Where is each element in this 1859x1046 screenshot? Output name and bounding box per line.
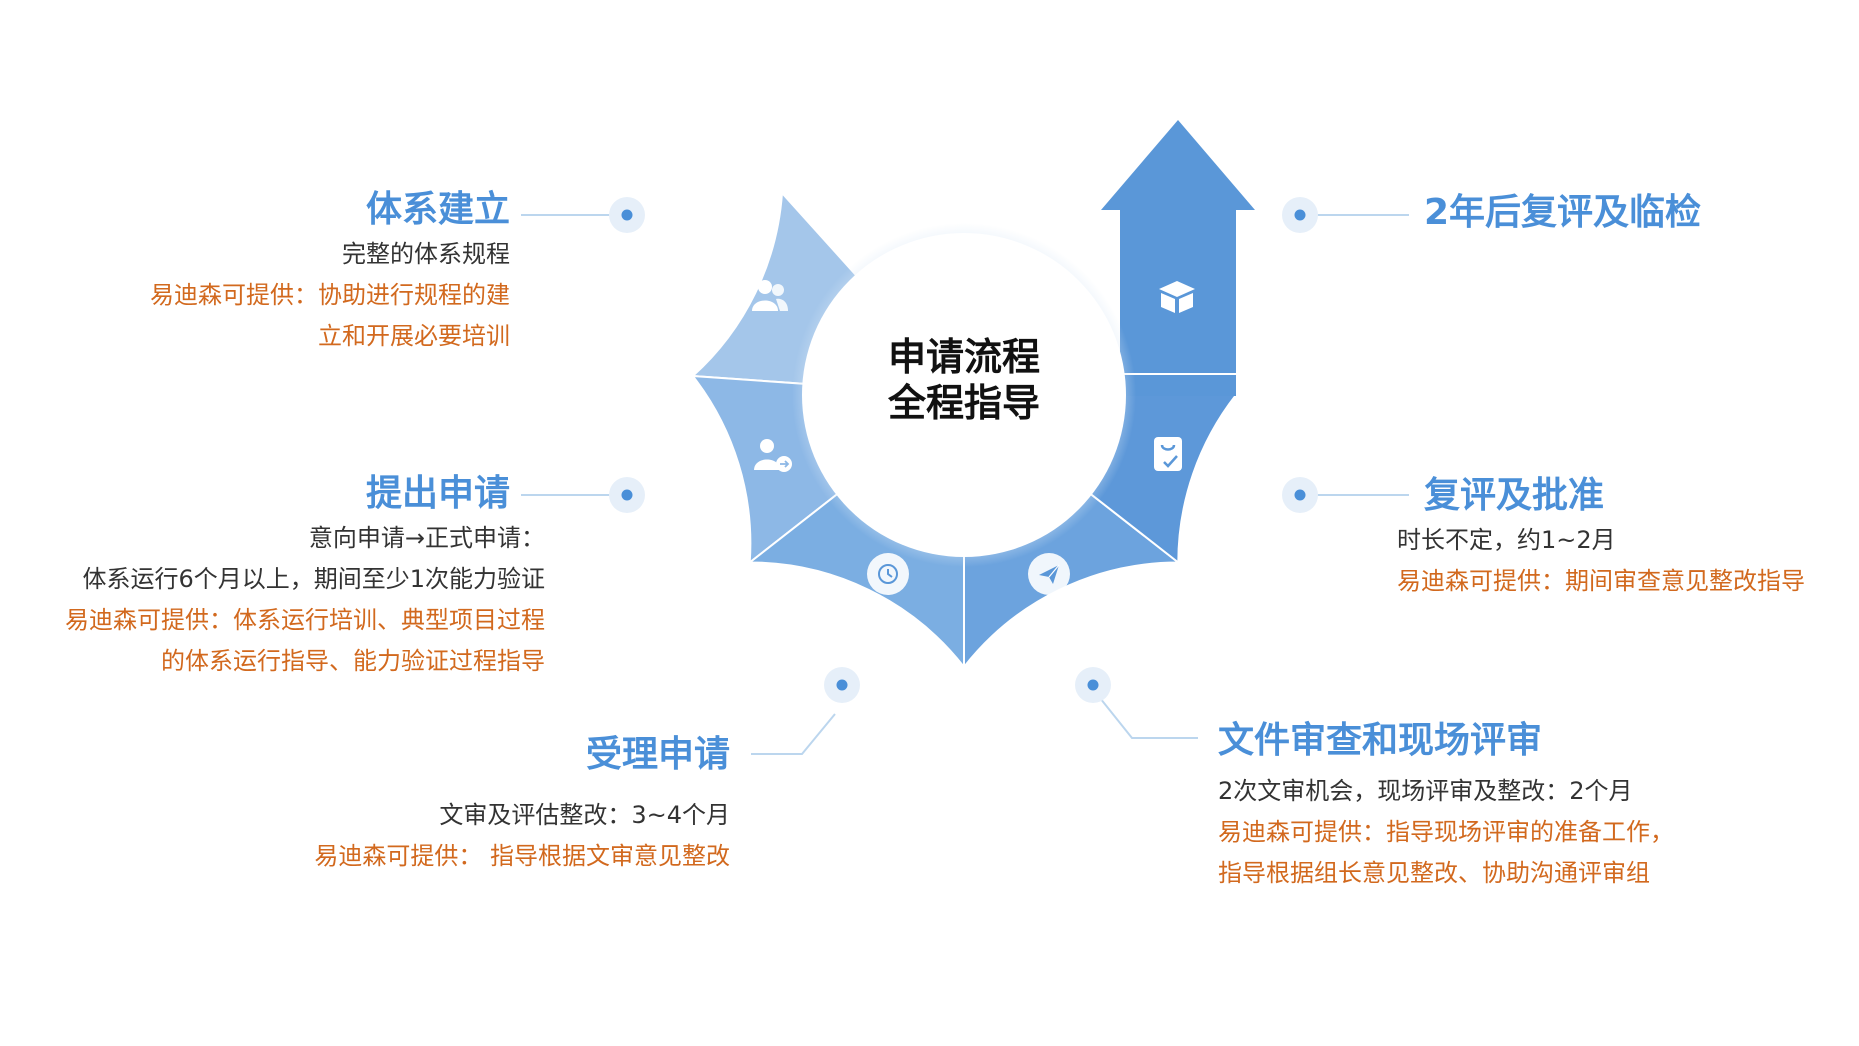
users-icon bbox=[752, 280, 788, 311]
connector-accept-application bbox=[751, 713, 836, 755]
send-icon bbox=[1028, 553, 1070, 595]
step-title: 文件审查和现场评审 bbox=[1218, 720, 1543, 761]
box-icon bbox=[1159, 281, 1195, 313]
step-desc: 2次文审机会，现场评审及整改：2个月 bbox=[1218, 777, 1633, 805]
step-desc: 完整的体系规程 bbox=[342, 240, 510, 268]
step-system-setup: 体系建立 完整的体系规程 易迪森可提供：协助进行规程的建 立和开展必要培训 bbox=[150, 188, 510, 357]
dot-re-evaluation bbox=[1282, 197, 1318, 233]
step-re-evaluation: 2年后复评及临检 bbox=[1424, 191, 1701, 235]
step-submit-application: 提出申请 意向申请→正式申请： 体系运行6个月以上，期间至少1次能力验证 易迪森… bbox=[65, 472, 545, 682]
connector-document-review bbox=[1099, 697, 1198, 739]
arrow-shaft bbox=[1120, 208, 1236, 396]
center-line-1: 申请流程 bbox=[887, 335, 1040, 379]
step-document-onsite-review: 文件审查和现场评审 2次文审机会，现场评审及整改：2个月 易迪森可提供：指导现场… bbox=[1218, 719, 1674, 894]
dot-submit-application bbox=[609, 477, 645, 513]
dot-system-setup bbox=[609, 197, 645, 233]
step-desc: 文审及评估整改：3~4个月 bbox=[439, 801, 730, 829]
center-circle bbox=[802, 233, 1126, 557]
step-service: 易迪森可提供：体系运行培训、典型项目过程 bbox=[65, 606, 545, 634]
step-service: 易迪森可提供：指导现场评审的准备工作， bbox=[1218, 818, 1674, 846]
step-title: 2年后复评及临检 bbox=[1424, 192, 1702, 233]
step-desc: 时长不定，约1~2月 bbox=[1397, 526, 1616, 554]
clock-icon bbox=[867, 553, 909, 595]
dot-document-review bbox=[1075, 667, 1111, 703]
step-title: 复评及批准 bbox=[1424, 475, 1605, 516]
arrow-head bbox=[1101, 120, 1255, 210]
step-accept-application: 受理申请 文审及评估整改：3~4个月 易迪森可提供： 指导根据文审意见整改 bbox=[314, 733, 730, 877]
step-title: 提出申请 bbox=[365, 473, 510, 514]
user-arrow-icon bbox=[754, 439, 792, 472]
step-service: 的体系运行指导、能力验证过程指导 bbox=[161, 647, 545, 675]
step-service: 立和开展必要培训 bbox=[318, 322, 510, 350]
step-service: 易迪森可提供：期间审查意见整改指导 bbox=[1397, 567, 1805, 595]
checklist-icon bbox=[1154, 437, 1182, 471]
dot-accept-application bbox=[824, 667, 860, 703]
center-line-2: 全程指导 bbox=[887, 381, 1040, 425]
step-review-approval: 复评及批准 时长不定，约1~2月 易迪森可提供：期间审查意见整改指导 bbox=[1397, 474, 1805, 602]
step-desc: 体系运行6个月以上，期间至少1次能力验证 bbox=[82, 565, 545, 593]
dot-review-approval bbox=[1282, 477, 1318, 513]
step-service: 易迪森可提供：协助进行规程的建 bbox=[150, 281, 510, 309]
center-label: 申请流程 全程指导 bbox=[864, 334, 1064, 426]
step-title: 体系建立 bbox=[365, 189, 510, 230]
step-service: 指导根据组长意见整改、协助沟通评审组 bbox=[1218, 859, 1650, 887]
step-desc: 意向申请→正式申请： bbox=[308, 524, 545, 552]
step-title: 受理申请 bbox=[585, 734, 730, 775]
step-service: 易迪森可提供： 指导根据文审意见整改 bbox=[314, 842, 730, 870]
